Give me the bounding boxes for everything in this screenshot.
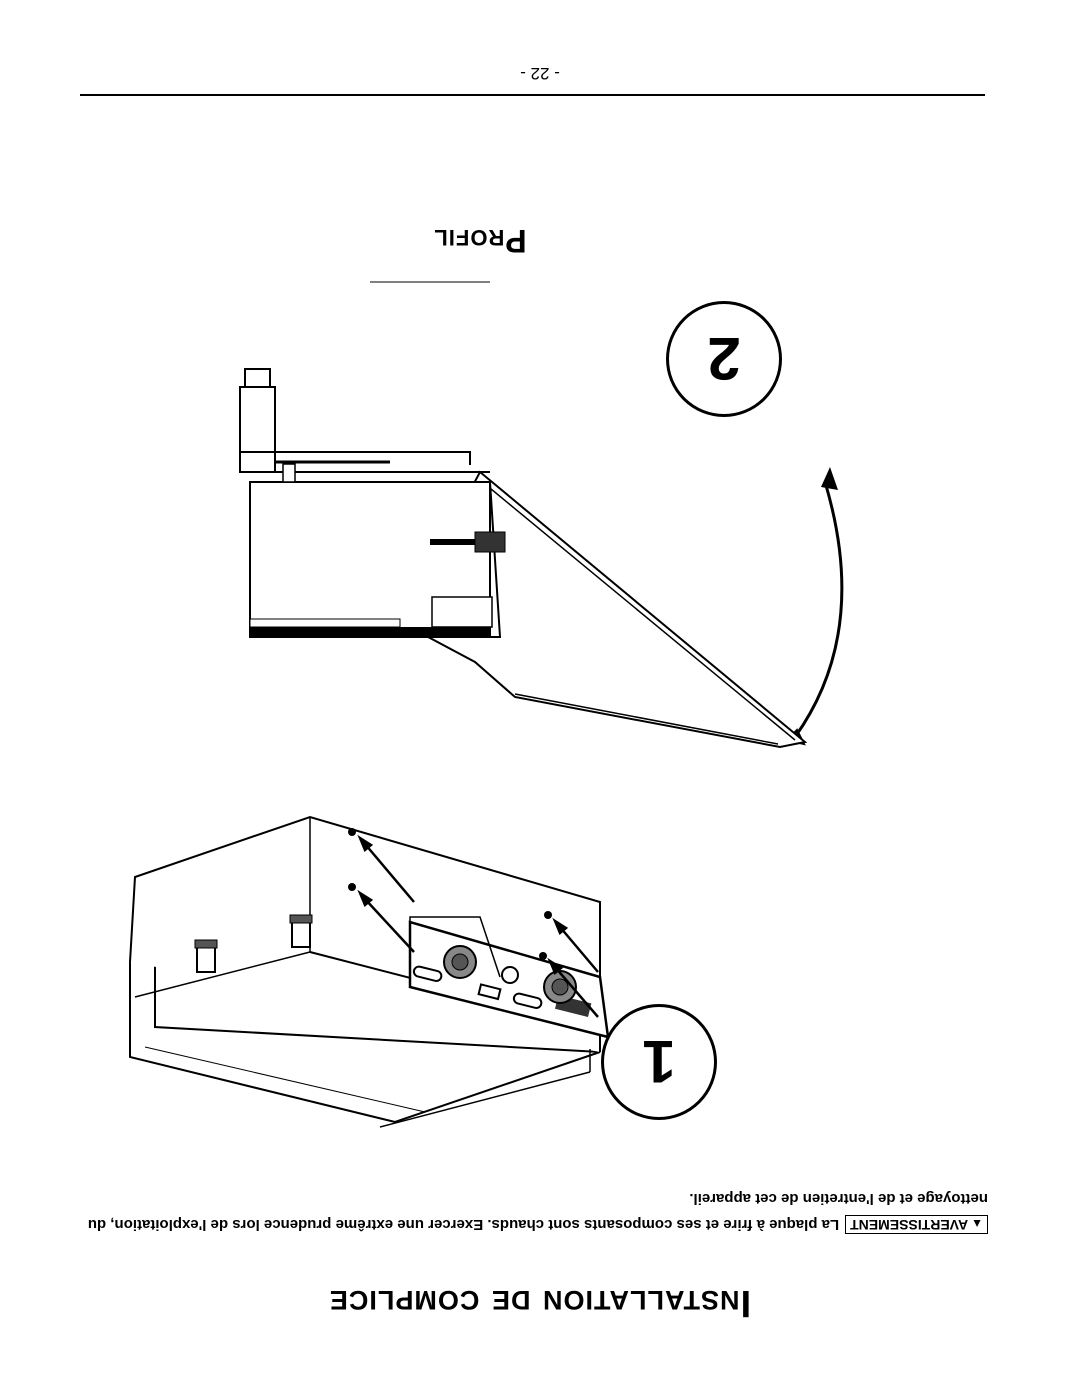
- bottom-foot-left: [431, 596, 493, 628]
- thermostat-knob: [501, 966, 519, 984]
- footer-rule: [80, 94, 985, 96]
- indicator-light: [477, 983, 502, 1001]
- step-1-illustration: [129, 815, 610, 1128]
- screw-arrows: [357, 834, 599, 1018]
- rotation-arrow: [793, 481, 844, 738]
- slot-right: [412, 965, 443, 982]
- step-1-badge: 1: [601, 1004, 717, 1120]
- warning-triangle-icon: ▲: [971, 1217, 983, 1231]
- slot-left: [512, 992, 543, 1009]
- warning-block: ▲AVERTISSEMENTLa plaque à frire et ses c…: [83, 1185, 988, 1237]
- gas-fitting-right: [196, 945, 216, 973]
- warning-badge: ▲AVERTISSEMENT: [845, 1215, 988, 1234]
- control-knob-profile: [474, 531, 506, 553]
- step-1-number: 1: [642, 1028, 676, 1096]
- warning-label: AVERTISSEMENT: [850, 1217, 969, 1233]
- step-2-illustration: [239, 281, 844, 749]
- profile-label: Profil: [433, 223, 527, 259]
- gas-fitting-profile: [239, 386, 276, 473]
- gas-fitting-left: [291, 920, 311, 948]
- page-number: - 22 -: [520, 64, 560, 83]
- screw-icons: [348, 828, 552, 960]
- page-title: Installation de complice: [328, 1282, 752, 1324]
